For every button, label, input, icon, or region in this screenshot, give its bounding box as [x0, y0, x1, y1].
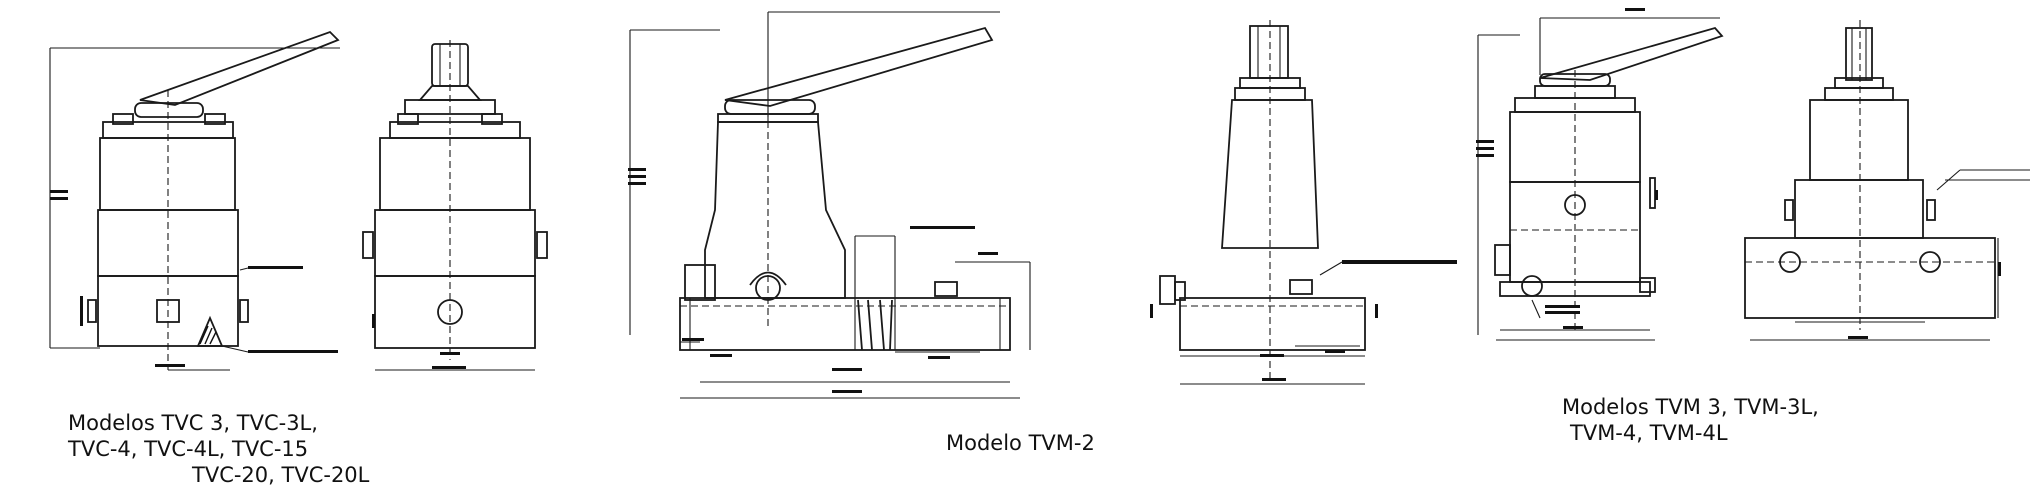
caption-tvm2: Modelo TVM-2 [946, 431, 1095, 455]
tvm-front-view [1476, 8, 1724, 341]
tvc-front-view [49, 30, 340, 371]
caption-tvm-line1: Modelos TVM 3, TVM-3L, [1562, 395, 1819, 419]
caption-tvm-line2: TVM-4, TVM-4L [1570, 421, 1728, 445]
caption-tvc-line2: TVC-4, TVC-4L, TVC-15 [68, 437, 309, 461]
tvc-side-view [362, 40, 548, 371]
caption-tvc-line3: TVC-20, TVC-20L [192, 463, 370, 487]
tvm2-side-view [1150, 20, 1457, 385]
caption-tvc-line1: Modelos TVC 3, TVC-3L, [68, 411, 318, 435]
tvm-side-view [1744, 20, 2030, 341]
tvm2-front-view [628, 11, 1031, 399]
